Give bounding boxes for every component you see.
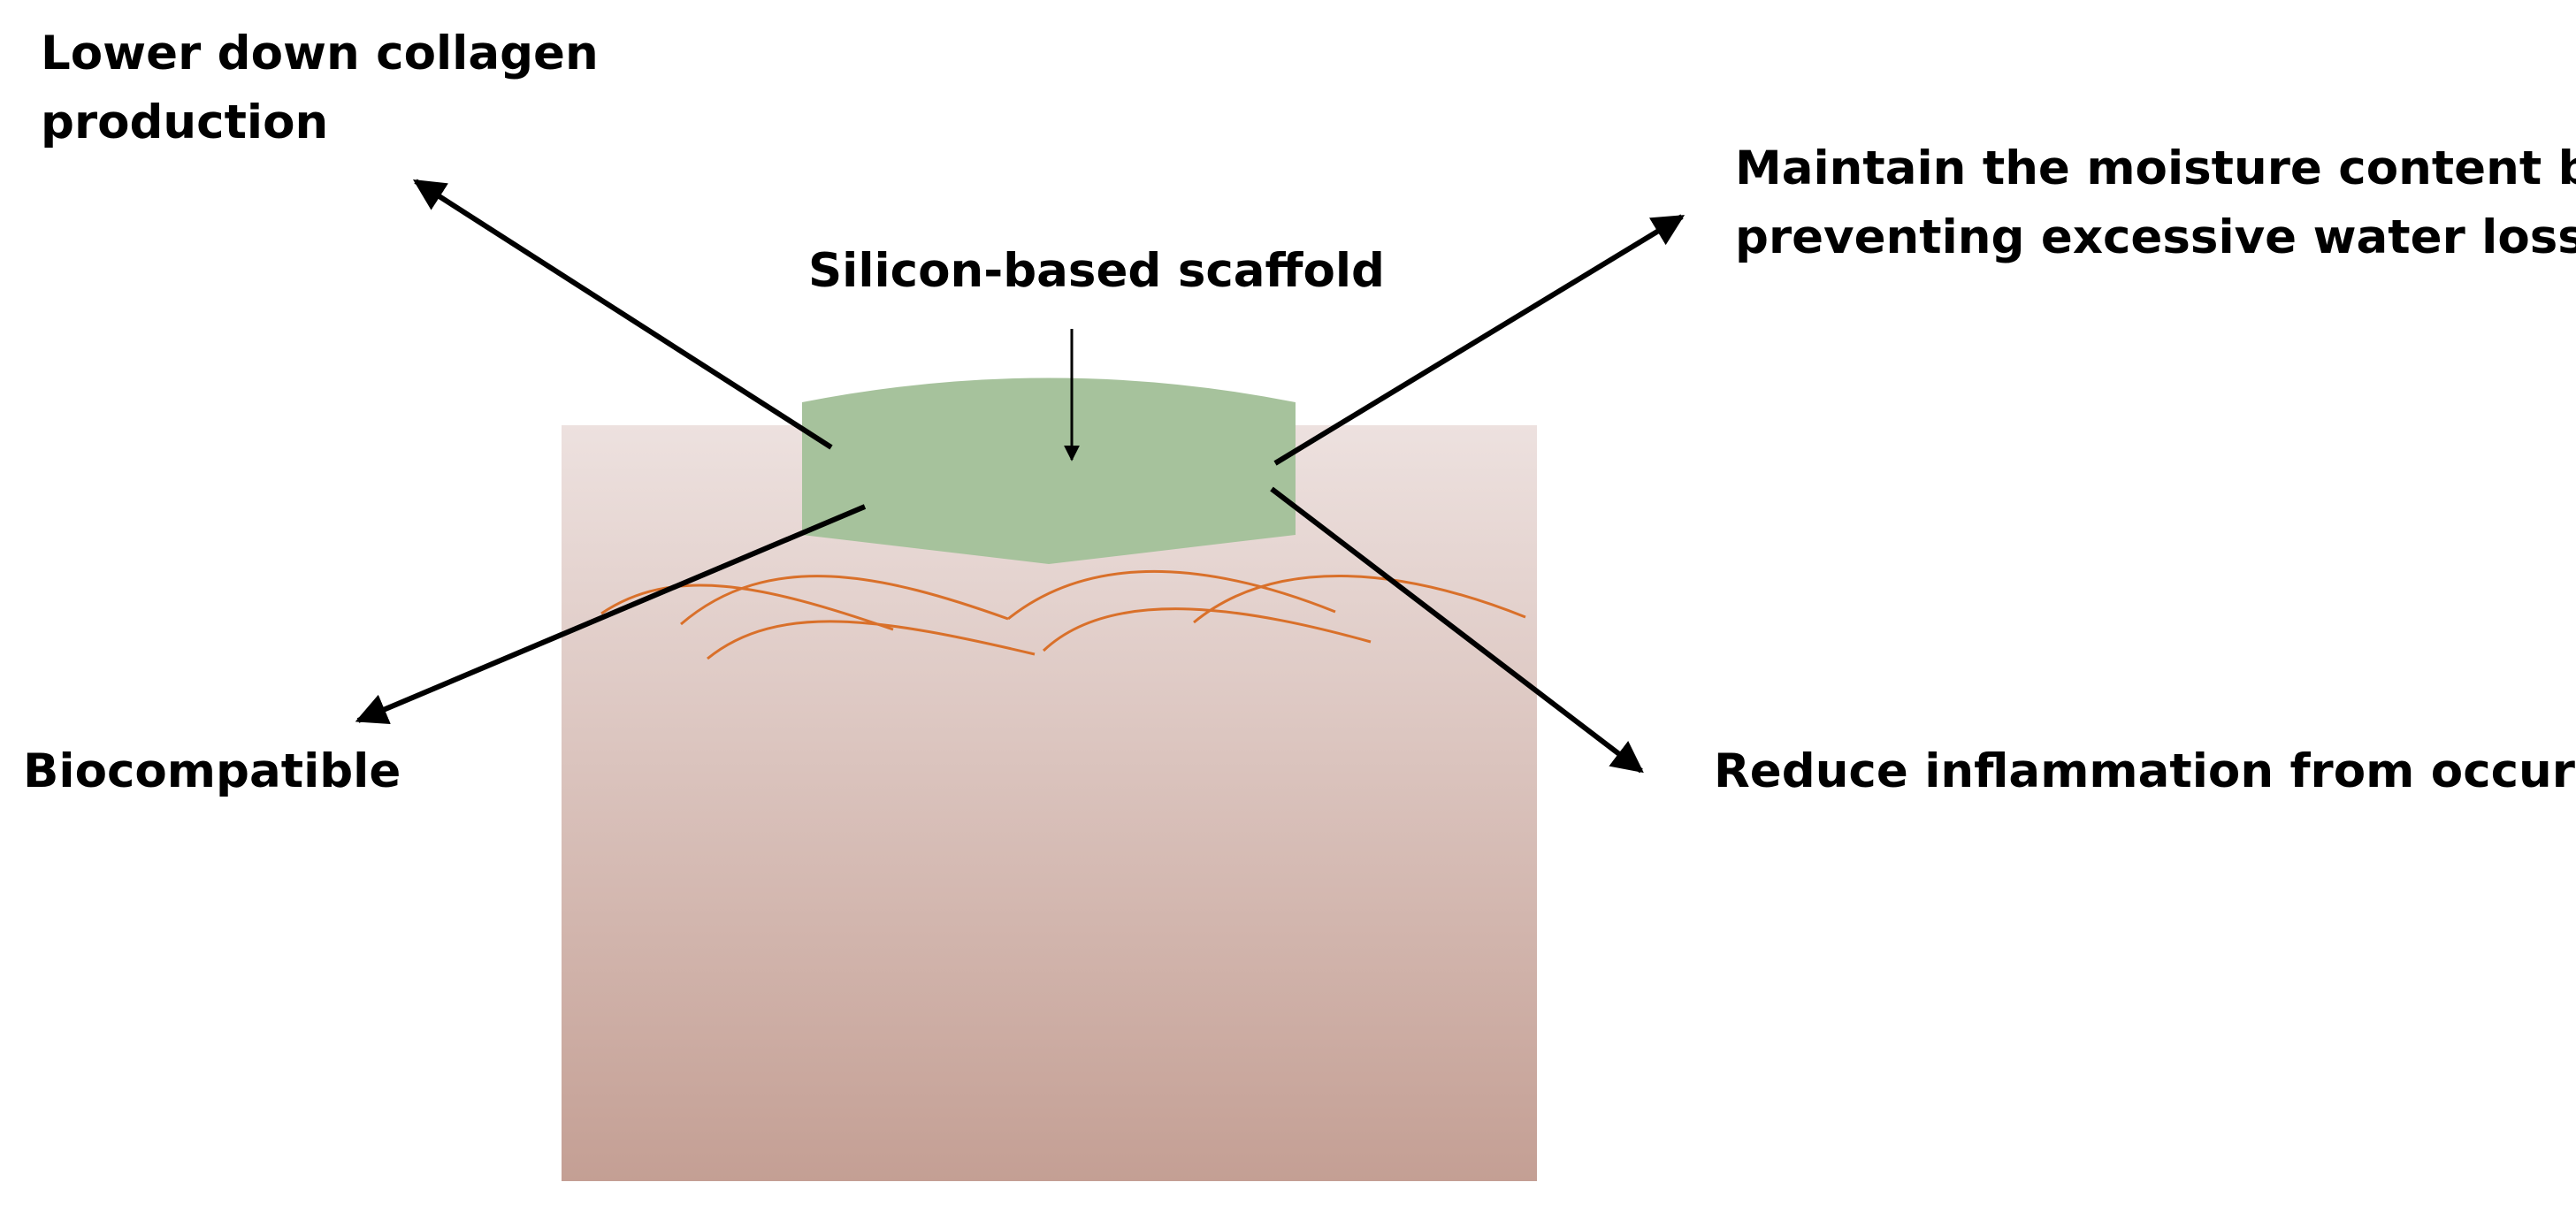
label-line: Maintain the moisture content by (1735, 141, 2576, 195)
collagen-fibers (600, 569, 1526, 660)
collagen-fiber (707, 620, 1036, 660)
collagen-fiber (600, 583, 894, 631)
inflammation-arrow (1270, 486, 1644, 774)
label-inflammation: Reduce inflammation from occur (1714, 744, 2575, 798)
collagen-arrow (412, 179, 833, 450)
collagen-fiber (680, 575, 1009, 626)
label-scaffold: Silicon-based scaffold (808, 244, 1385, 298)
collagen-fiber (1042, 607, 1372, 652)
label-collagen: Lower down collagen production (41, 19, 599, 157)
moisture-arrow (1273, 214, 1685, 466)
biocompatible-arrow (355, 504, 867, 724)
label-line: production (41, 95, 329, 149)
label-moisture: Maintain the moisture content by preventi… (1735, 134, 2576, 272)
label-line: Lower down collagen (41, 27, 599, 80)
label-biocompatible: Biocompatible (23, 744, 401, 798)
label-line: preventing excessive water loss (1735, 210, 2576, 264)
collagen-fiber (1007, 569, 1336, 621)
silicon-scaffold (802, 378, 1296, 564)
collagen-fiber (1193, 575, 1526, 624)
